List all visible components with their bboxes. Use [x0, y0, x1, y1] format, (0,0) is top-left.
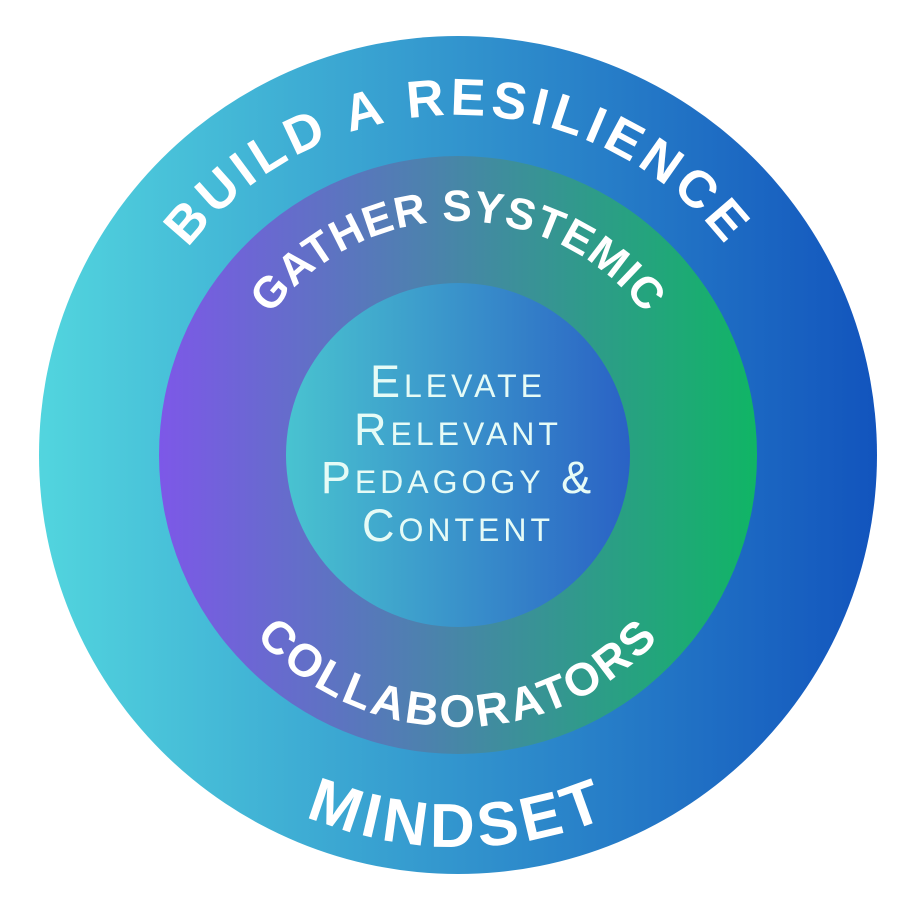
center-text-line-2: Relevant [354, 404, 562, 455]
inner-circle [286, 283, 630, 627]
center-text-line-4: Content [362, 500, 554, 551]
center-text-line-1: Elevate [370, 356, 546, 407]
center-text-line-3: Pedagogy & [321, 452, 595, 503]
